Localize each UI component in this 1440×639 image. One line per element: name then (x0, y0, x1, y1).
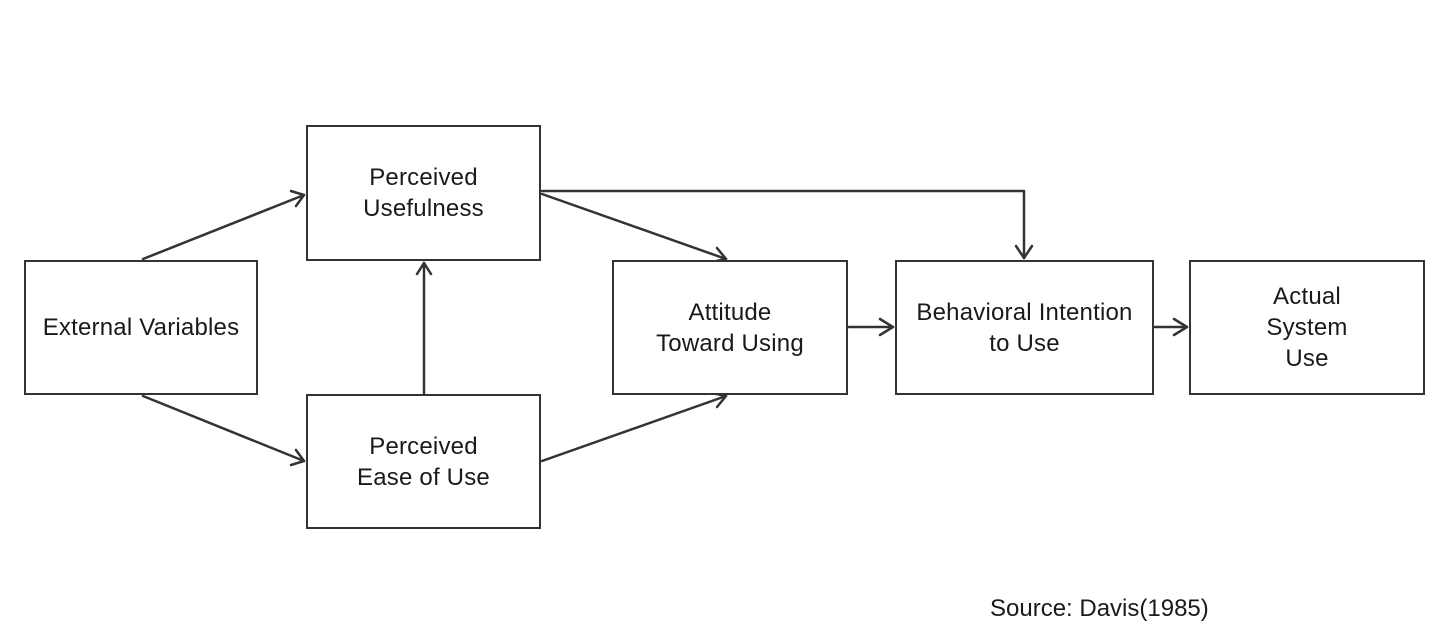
label-line: Perceived (369, 164, 478, 191)
label-line: Actual (1273, 283, 1341, 310)
label-line: Ease of Use (357, 463, 490, 491)
node-label: Perceived Ease of Use (357, 431, 490, 493)
node-attitude-toward-using: Attitude Toward Using (612, 260, 848, 395)
edge-external-to-ease-of-use (141, 394, 306, 467)
label-line: Use (1285, 345, 1329, 372)
node-label: Behavioral Intention to Use (916, 297, 1132, 359)
edge-ease-of-use-to-usefulness (415, 261, 433, 395)
edge-intention-to-use (1153, 317, 1189, 337)
label-line: External Variables (42, 314, 240, 341)
node-actual-system-use: Actual System Use (1189, 260, 1425, 395)
label-line: System (1266, 314, 1348, 341)
node-label: External Variables (43, 312, 240, 343)
edge-usefulness-to-intention (540, 189, 1034, 260)
edge-attitude-to-intention (847, 317, 895, 337)
node-behavioral-intention: Behavioral Intention to Use (895, 260, 1154, 395)
node-external-variables: External Variables (24, 260, 258, 395)
label-line: to Use (989, 329, 1060, 357)
label-line: Behavioral Intention (916, 298, 1133, 326)
edge-ease-of-use-to-attitude (540, 391, 728, 463)
edge-usefulness-to-attitude (540, 192, 728, 264)
source-citation: Source: Davis(1985) (990, 595, 1209, 622)
label-line: Attitude (688, 298, 772, 326)
label-line: Toward Using (656, 329, 804, 357)
edge-external-to-usefulness (141, 189, 306, 261)
label-line: Usefulness (363, 195, 484, 222)
label-line: Perceived (369, 432, 478, 460)
node-perceived-ease-of-use: Perceived Ease of Use (306, 394, 541, 529)
node-perceived-usefulness: Perceived Usefulness (306, 125, 541, 261)
node-label: Attitude Toward Using (656, 297, 804, 359)
node-label: Perceived Usefulness (363, 162, 484, 224)
node-label: Actual System Use (1266, 281, 1347, 374)
